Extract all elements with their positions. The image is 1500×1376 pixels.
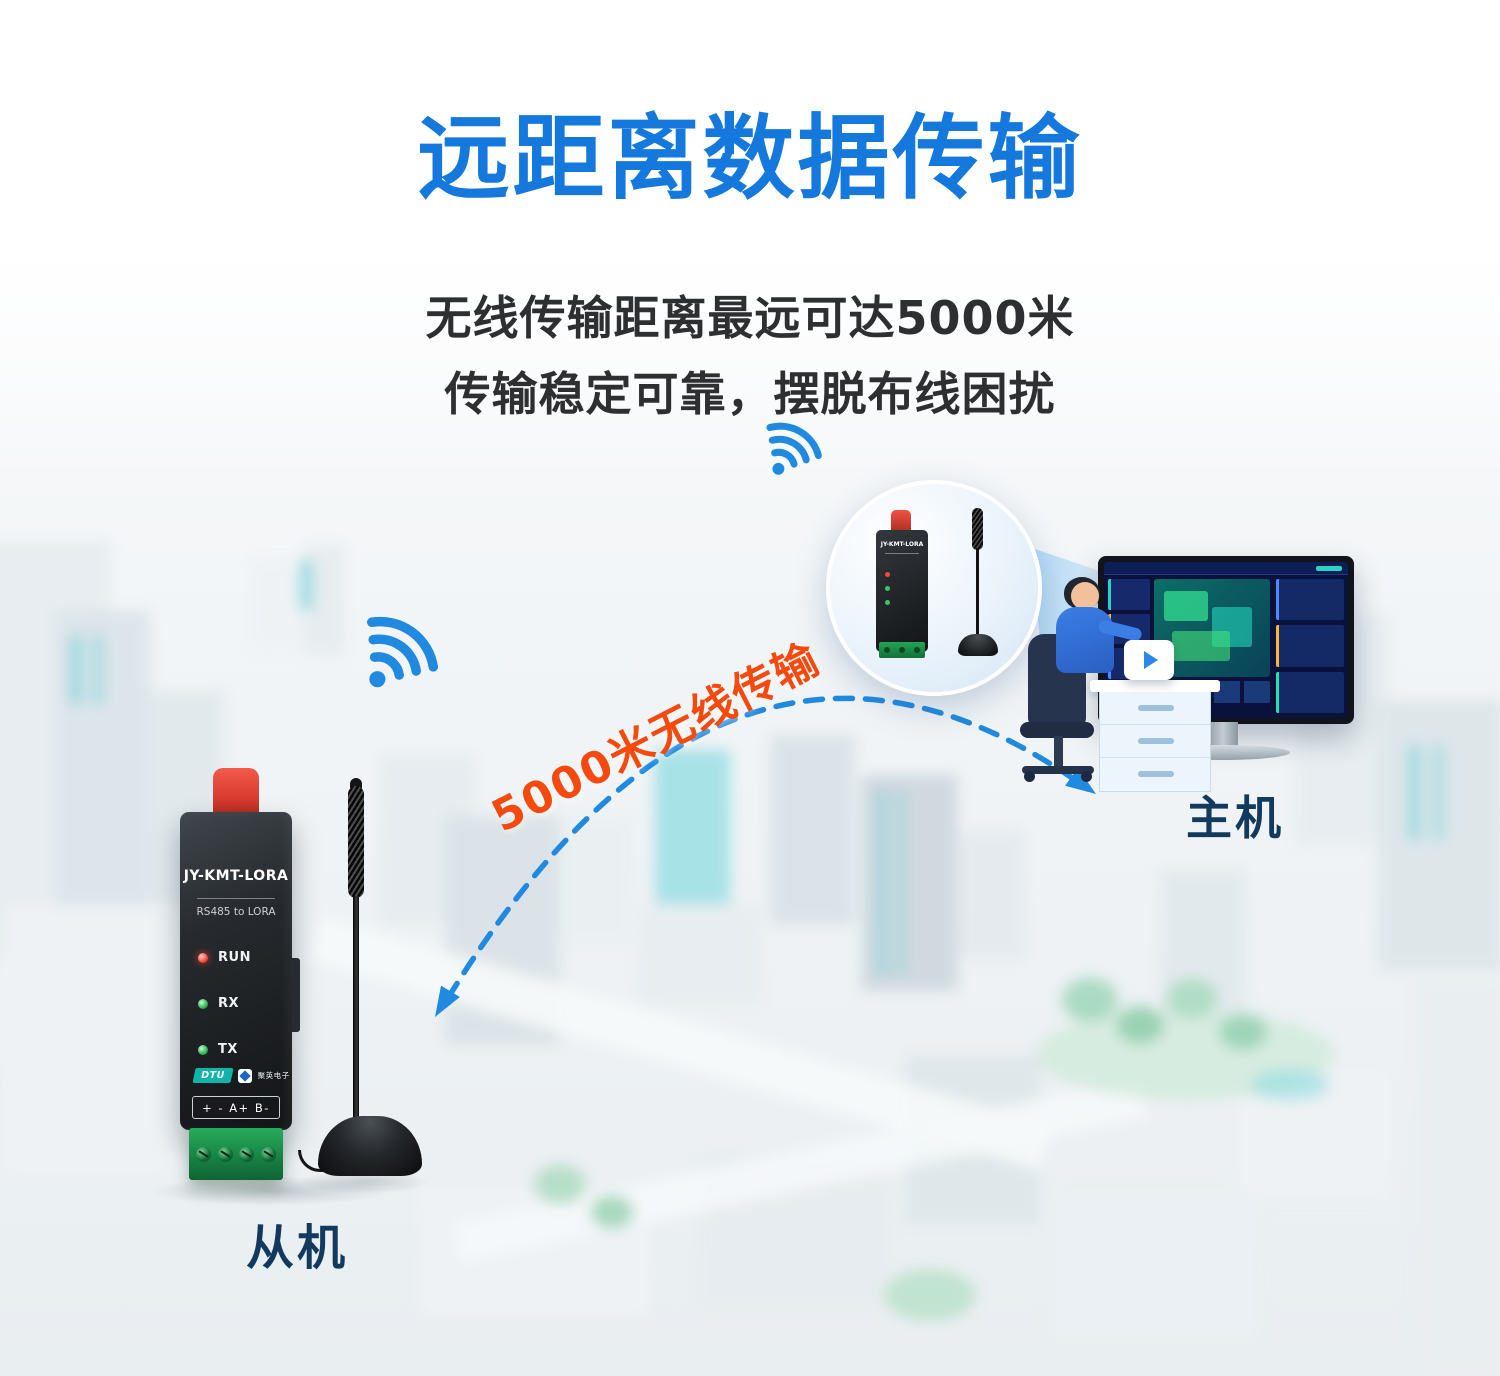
brand-name: 聚英电子 <box>257 1071 290 1080</box>
divider <box>197 898 275 899</box>
led-row-run: RUN <box>198 950 251 965</box>
chair-seat <box>1020 722 1094 738</box>
subtitle-line-1: 无线传输距离最远可达5000米 <box>425 291 1075 345</box>
device-model: JY-KMT-LORA <box>183 868 289 884</box>
antenna-rod <box>353 896 359 1124</box>
inset-rx-led-icon <box>885 586 890 591</box>
run-led-icon <box>198 952 208 963</box>
operator-person <box>1056 577 1156 690</box>
subtitle-line-2: 传输稳定可靠，摆脱布线困扰 <box>444 367 1056 421</box>
inset-device-body: JY-KMT-LORA <box>876 530 928 658</box>
drawer <box>1100 725 1210 758</box>
device-subtitle: RS485 to LORA <box>196 906 276 918</box>
terminal-screw <box>217 1146 233 1162</box>
device-inset-circle: JY-KMT-LORA <box>826 480 1042 696</box>
inset-terminal-block <box>879 642 925 658</box>
led-row-rx: RX <box>198 996 239 1011</box>
inset-antenna <box>958 508 1002 668</box>
dashboard-right-panel <box>1276 579 1344 713</box>
inset-antenna-coil <box>972 508 983 550</box>
desk <box>1090 680 1222 795</box>
inset-divider <box>885 553 919 554</box>
page-title: 远距离数据传输 <box>417 105 1083 212</box>
person-body <box>1056 607 1114 673</box>
desk-drawers <box>1099 692 1211 792</box>
desk-top <box>1090 680 1220 692</box>
monitor-stand <box>1208 722 1238 748</box>
led-row-tx: TX <box>198 1042 238 1057</box>
wifi-signal-icon-top <box>743 399 839 495</box>
inset-antenna-rod <box>976 548 979 638</box>
terminal-screw <box>239 1146 255 1162</box>
host-label: 主机 <box>1186 791 1284 845</box>
run-led-label: RUN <box>218 950 251 965</box>
device-body: JY-KMT-LORA RS485 to LORA RUN RX TX DTU … <box>180 812 292 1130</box>
drawer <box>1100 758 1210 791</box>
rx-led-label: RX <box>218 996 240 1011</box>
inset-device-model: JY-KMT-LORA <box>880 541 924 548</box>
inset-antenna-base <box>958 634 998 656</box>
inset-antenna-cap <box>891 510 911 534</box>
rx-led-icon <box>198 998 208 1009</box>
terminal-block <box>189 1128 283 1180</box>
chair-base <box>1022 766 1094 782</box>
play-icon <box>1144 651 1158 669</box>
tx-led-icon <box>198 1044 208 1055</box>
antenna-tip <box>350 778 362 788</box>
subtitle: 无线传输距离最远可达5000米 传输稳定可靠，摆脱布线困扰 <box>0 280 1500 432</box>
inset-tx-led-icon <box>885 600 890 605</box>
terminal-labels: + - A+ B- <box>192 1096 280 1119</box>
chair-pole <box>1054 736 1063 768</box>
wifi-signal-icon-left <box>331 585 464 718</box>
badge-row: DTU 聚英电子 <box>192 1068 290 1083</box>
brand-logo-icon <box>237 1068 252 1083</box>
person-head <box>1071 582 1099 610</box>
antenna-magnetic-base <box>318 1116 422 1176</box>
dashboard-topbar <box>1104 562 1348 575</box>
inset-run-led-icon <box>885 572 890 577</box>
dtu-badge: DTU <box>192 1068 234 1083</box>
lora-device-slave: JY-KMT-LORA RS485 to LORA RUN RX TX DTU … <box>180 768 300 1188</box>
device-shadow <box>150 1176 390 1206</box>
tx-led-label: TX <box>218 1042 238 1057</box>
play-button-card <box>1124 640 1174 680</box>
magnetic-antenna <box>298 778 430 1182</box>
inset-lora-device: JY-KMT-LORA <box>876 510 934 670</box>
antenna-coil <box>348 786 364 898</box>
terminal-screw <box>260 1146 276 1162</box>
slave-label: 从机 <box>246 1220 349 1276</box>
city-buildings <box>0 540 1500 1376</box>
drawer <box>1100 692 1210 725</box>
terminal-screw <box>196 1146 212 1162</box>
